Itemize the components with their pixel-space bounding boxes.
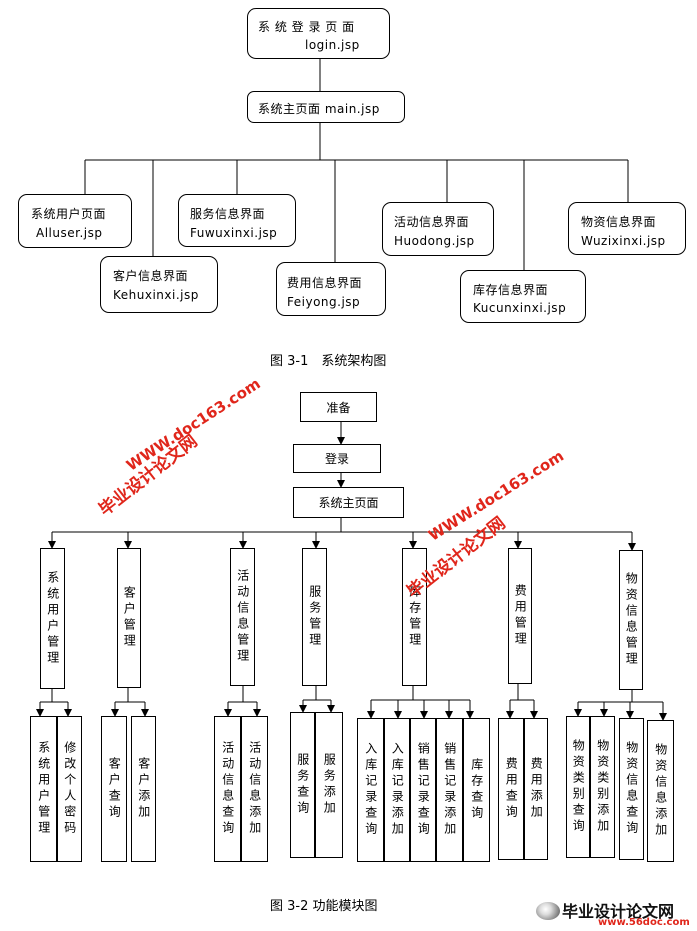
footer-logo-icon — [536, 902, 560, 920]
module-expense-management: 费用管理 — [508, 548, 532, 684]
page-node-wuzixinxi: 物资信息界面 Wuzixinxi.jsp — [568, 202, 686, 255]
login-node: 登录 — [293, 444, 381, 473]
page-node-title: 物资信息界面 — [581, 215, 657, 229]
footer-logo-text: 毕业设计论文网 — [562, 902, 675, 921]
function-service-query: 服务查询 — [290, 712, 315, 858]
page-node-file: Alluser.jsp — [36, 226, 103, 240]
prepare-node: 准备 — [300, 392, 377, 422]
main-page-label: 系统主页面 main.jsp — [258, 102, 380, 116]
function-material-info-add: 物资信息添加 — [647, 720, 674, 862]
module-user-management: 系统用户管理 — [40, 548, 65, 689]
page-node-title: 系统用户页面 — [31, 207, 107, 221]
module-material-management: 物资信息管理 — [619, 550, 643, 690]
function-sales-query: 销售记录查询 — [410, 718, 436, 862]
function-customer-query: 客户查询 — [101, 716, 127, 862]
function-material-category-add: 物资类别添加 — [590, 716, 615, 858]
figure2-caption: 图 3-2 功能模块图 — [270, 899, 378, 914]
function-activity-query: 活动信息查询 — [214, 716, 241, 862]
page-node-kucunxinxi: 库存信息界面 Kucunxinxi.jsp — [460, 270, 586, 323]
module-inventory-management: 库存管理 — [402, 548, 427, 686]
function-expense-query: 费用查询 — [498, 718, 524, 860]
page-node-title: 库存信息界面 — [473, 283, 549, 297]
function-activity-add: 活动信息添加 — [241, 716, 268, 862]
page-node-fuwuxinxi: 服务信息界面 Fuwuxinxi.jsp — [178, 194, 296, 247]
function-stock-in-query: 入库记录查询 — [357, 718, 384, 862]
page-node-file: Kucunxinxi.jsp — [473, 301, 567, 315]
page-node-title: 活动信息界面 — [394, 215, 470, 229]
login-page-node: 系 统 登 录 页 面 login.jsp — [247, 8, 390, 59]
page-node-kehuxinxi: 客户信息界面 Kehuxinxi.jsp — [100, 256, 218, 313]
function-service-add: 服务添加 — [315, 712, 343, 858]
page-node-file: Feiyong.jsp — [287, 295, 361, 309]
module-customer-management: 客户管理 — [117, 548, 141, 688]
function-stock-in-add: 入库记录添加 — [384, 718, 410, 862]
function-sales-add: 销售记录添加 — [436, 718, 463, 862]
figure1-caption: 图 3-1 系统架构图 — [270, 354, 387, 369]
function-change-password: 修改个人密码 — [57, 716, 82, 862]
module-activity-management: 活动信息管理 — [230, 548, 255, 686]
page-node-title: 费用信息界面 — [287, 276, 363, 290]
function-material-category-query: 物资类别查询 — [566, 716, 590, 858]
page-node-title: 服务信息界面 — [190, 207, 266, 221]
page-node-feiyong: 费用信息界面 Feiyong.jsp — [276, 262, 386, 316]
main-page-node: 系统主页面 main.jsp — [247, 91, 405, 123]
page-node-file: Huodong.jsp — [394, 234, 475, 248]
main-page-module-node: 系统主页面 — [293, 487, 404, 518]
module-service-management: 服务管理 — [302, 548, 327, 686]
page-node-file: Wuzixinxi.jsp — [581, 234, 666, 248]
login-page-file: login.jsp — [305, 38, 360, 52]
function-stock-query: 库存查询 — [463, 718, 490, 862]
function-customer-add: 客户添加 — [131, 716, 156, 862]
page-node-title: 客户信息界面 — [113, 269, 189, 283]
login-page-title: 系 统 登 录 页 面 — [258, 20, 355, 34]
function-user-management: 系统用户管理 — [30, 716, 57, 862]
page-node-file: Kehuxinxi.jsp — [113, 288, 199, 302]
page-node-alluser: 系统用户页面 Alluser.jsp — [18, 194, 132, 248]
page-node-huodong: 活动信息界面 Huodong.jsp — [382, 202, 494, 256]
footer-logo: 毕业设计论文网 www.56doc.com — [536, 898, 694, 928]
page-node-file: Fuwuxinxi.jsp — [190, 226, 278, 240]
footer-logo-url: www.56doc.com — [598, 917, 690, 928]
function-expense-add: 费用添加 — [524, 718, 548, 860]
function-material-info-query: 物资信息查询 — [619, 718, 644, 860]
